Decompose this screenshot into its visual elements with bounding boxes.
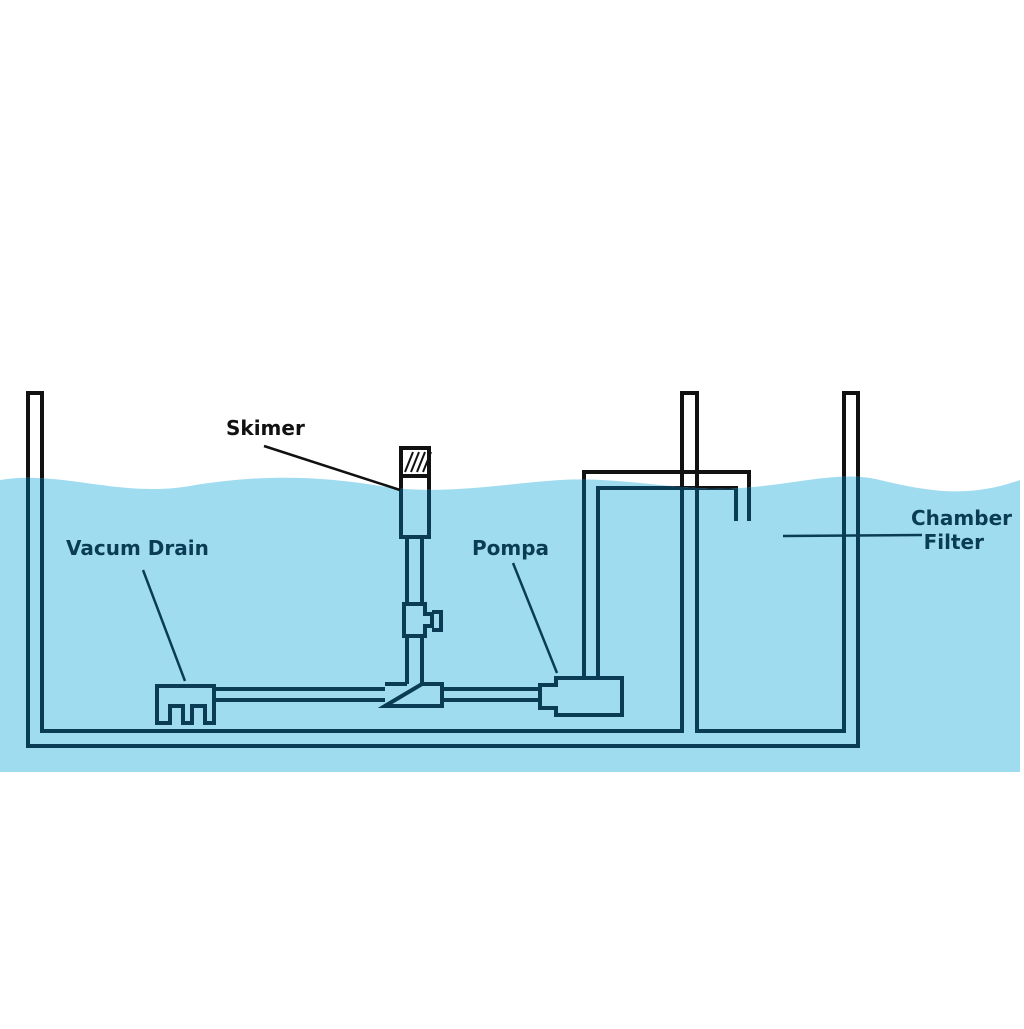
skimer-hatch-mark xyxy=(404,451,414,473)
vacum-drain xyxy=(155,684,216,725)
skimer-label: Skimer xyxy=(226,416,305,440)
chamber-label-line2: Filter xyxy=(923,530,984,554)
pompa xyxy=(538,676,624,717)
structure-underwater xyxy=(26,476,860,748)
chamber-filter-leader-line xyxy=(782,533,923,538)
skimer-leader-line xyxy=(263,444,401,492)
pond-outer-wall xyxy=(26,476,860,748)
skimer-hatch-mark xyxy=(416,451,426,473)
drain-pipe xyxy=(214,687,385,702)
valve-handle xyxy=(432,610,443,632)
vacum-drain-leader-line xyxy=(141,569,187,682)
skimer-hatch-box xyxy=(399,446,431,478)
tee-joint xyxy=(377,682,444,708)
pompa-leader-line xyxy=(511,562,559,674)
return-pipe xyxy=(582,476,751,678)
stem-to-tee-pipe xyxy=(405,636,424,684)
water-body xyxy=(0,476,1020,772)
chamber-label-line1: Chamber xyxy=(911,506,1012,530)
chamber-filter-label: Chamber Filter xyxy=(911,506,1012,554)
skimer-hatch-mark xyxy=(410,451,420,473)
valve xyxy=(402,602,434,638)
vacum-drain-label: Vacum Drain xyxy=(66,536,209,560)
skimer-stem-pipe xyxy=(405,537,424,604)
pump-inlet-pipe xyxy=(442,687,540,702)
skimer-body xyxy=(399,476,431,539)
pompa-label: Pompa xyxy=(472,536,550,560)
skimer-hatch-mark xyxy=(422,451,432,473)
